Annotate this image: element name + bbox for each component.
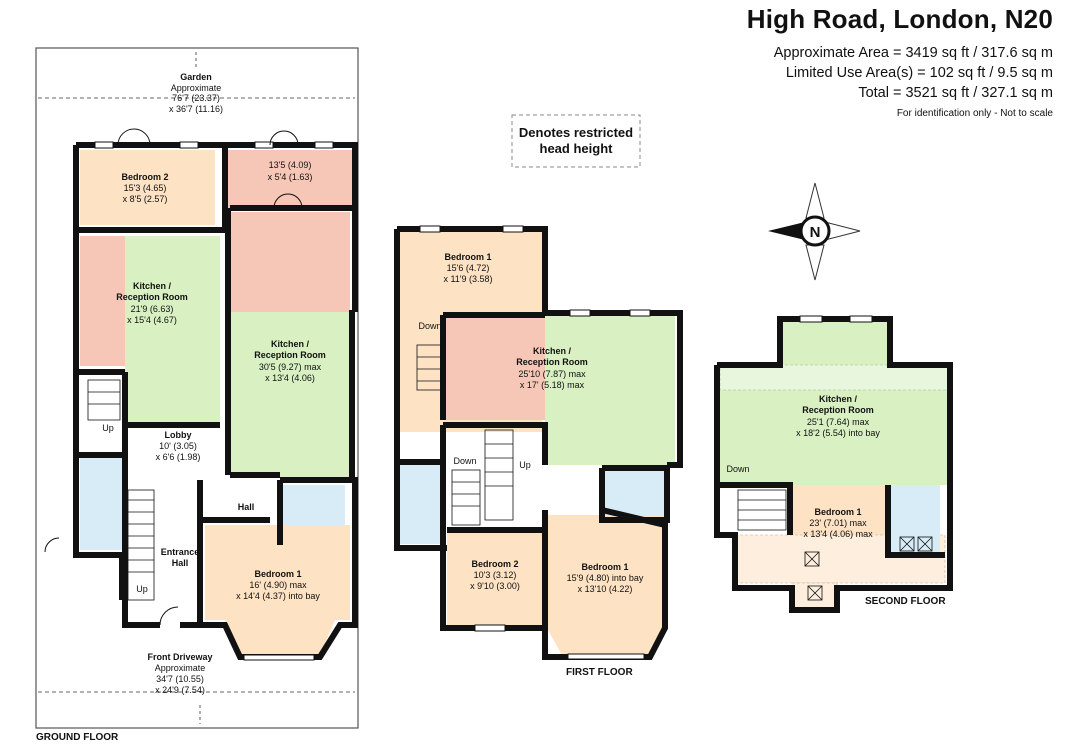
gf-driveway-dim2: x 24'9 (7.54) (155, 685, 205, 695)
ff-kitchen-units (445, 315, 550, 420)
gf-bedroom-1-dim2: x 14'4 (4.37) into bay (236, 591, 320, 601)
gf-stairs-up-label-2: Up (136, 584, 148, 594)
ff-bathroom-left (400, 462, 445, 544)
gf-garden-dim2: x 36'7 (11.16) (169, 104, 223, 114)
sf-stairs (737, 489, 933, 601)
approximate-area: Approximate Area = 3419 sq ft / 317.6 sq… (773, 45, 1053, 61)
gf-driveway-dim1: 34'7 (10.55) (156, 674, 204, 684)
gf-bedroom-1-name: Bedroom 1 (254, 569, 301, 579)
gf-bedroom-2-room (80, 150, 215, 225)
sf-kitchen-name1: Kitchen / (819, 394, 858, 404)
sf-kitchen-restricted-strip (719, 364, 949, 391)
ff-bedroom-1-front-room (548, 515, 665, 630)
gf-kitchen-left-name2: Reception Room (116, 292, 188, 302)
ff-kitchen-name2: Reception Room (516, 357, 588, 367)
ff-kitchen-dim1: 25'10 (7.87) max (518, 369, 586, 379)
ground-floor-plan: Garden Approximate 76'7 (23.37) x 36'7 (… (35, 47, 359, 743)
gf-lobby-dim2: x 6'6 (1.98) (156, 452, 201, 462)
ff-kitchen-dim2: x 17' (5.18) max (520, 380, 585, 390)
gf-garden-approx: Approximate (171, 83, 222, 93)
gf-stairs-up-label-1: Up (102, 423, 114, 433)
gf-kitchen-right-units (230, 212, 350, 312)
first-floor-plan: Bedroom 1 15'6 (4.72) x 11'9 (3.58) Kitc… (394, 225, 683, 678)
ff-bedroom-1-front-dim2: x 13'10 (4.22) (578, 584, 633, 594)
gf-conservatory-dim1: 13'5 (4.09) (269, 160, 312, 170)
gf-entrance-name1: Entrance (161, 547, 200, 557)
gf-lobby-name: Lobby (165, 430, 192, 440)
gf-kitchen-right-room (230, 312, 350, 477)
ff-kitchen-name1: Kitchen / (533, 346, 572, 356)
ff-kitchen-room (545, 313, 675, 465)
gf-driveway-name: Front Driveway (147, 652, 212, 662)
legend-line-2: head height (540, 141, 614, 156)
gf-garden-name: Garden (180, 72, 212, 82)
ff-stairs-up-label: Up (519, 460, 531, 470)
sf-bedroom-1-name: Bedroom 1 (814, 507, 861, 517)
gf-kitchen-right-name1: Kitchen / (271, 339, 310, 349)
page-title: High Road, London, N20 (746, 4, 1053, 34)
gf-bedroom-2-name: Bedroom 2 (121, 172, 168, 182)
gf-stairs (87, 379, 155, 601)
gf-conservatory-room (228, 150, 353, 208)
gf-kitchen-right-dim1: 30'5 (9.27) max (259, 362, 322, 372)
plot-boundary (35, 47, 359, 729)
ff-bedroom-1-front-name: Bedroom 1 (581, 562, 628, 572)
ff-bedroom-2-dim1: 10'3 (3.12) (474, 570, 517, 580)
gf-entrance-name2: Hall (172, 558, 189, 568)
ff-bedroom-1-front-dim1: 15'9 (4.80) into bay (567, 573, 644, 583)
ff-bedroom-2-name: Bedroom 2 (471, 559, 518, 569)
ff-bedroom-1-rear-dim2: x 11'9 (3.58) (443, 274, 492, 284)
ff-walls (394, 226, 683, 660)
ff-stairs-down-label-1: Down (418, 321, 441, 331)
gf-bedroom-1-bay (225, 620, 335, 655)
identification-note: For identification only - Not to scale (896, 108, 1053, 119)
compass-rose-icon: N (768, 182, 861, 281)
sf-kitchen-name2: Reception Room (802, 405, 874, 415)
gf-kitchen-left-dim1: 21'9 (6.63) (131, 304, 174, 314)
ff-bedroom-2-dim2: x 9'10 (3.00) (470, 581, 520, 591)
ff-bedroom-1-rear-dim1: 15'6 (4.72) (447, 263, 490, 273)
sf-bedroom-1-dim2: x 13'4 (4.06) max (803, 529, 873, 539)
sf-dormer-restricted (791, 582, 838, 609)
gf-bathroom-left (80, 455, 122, 550)
gf-bedroom-2-dim2: x 8'5 (2.57) (123, 194, 168, 204)
limited-use-area: Limited Use Area(s) = 102 sq ft / 9.5 sq… (785, 65, 1053, 81)
ff-bedroom-1-bay (548, 630, 665, 655)
second-floor-plan: Kitchen / Reception Room 25'1 (7.64) max… (714, 315, 953, 613)
ff-bedroom-1-rear-name: Bedroom 1 (444, 252, 491, 262)
gf-kitchen-left-room (125, 236, 220, 426)
gf-walls (73, 142, 358, 660)
sf-bedroom-1-room (790, 485, 888, 535)
gf-driveway-approx: Approximate (155, 663, 206, 673)
compass-north-letter: N (810, 224, 821, 241)
gf-bedroom-1-dim1: 16' (4.90) max (249, 580, 307, 590)
ff-stairs-down-label-2: Down (453, 456, 476, 466)
sf-kitchen-dim1: 25'1 (7.64) max (807, 417, 870, 427)
gf-kitchen-left-name1: Kitchen / (133, 281, 172, 291)
ff-bedroom-2-room (447, 530, 542, 625)
sf-kitchen-dim2: x 18'2 (5.54) into bay (796, 428, 880, 438)
gf-hall-name: Hall (238, 502, 255, 512)
sf-bedroom-1-dim1: 23' (7.01) max (809, 518, 867, 528)
gf-lobby-dim1: 10' (3.05) (159, 441, 197, 451)
ff-stairs (416, 344, 514, 526)
sf-stairs-down-label: Down (726, 464, 749, 474)
restricted-height-legend: Denotes restricted head height (511, 114, 641, 168)
ground-floor-label: GROUND FLOOR (36, 732, 119, 743)
gf-garden-dim1: 76'7 (23.37) (172, 93, 220, 103)
sf-bathroom (890, 485, 940, 555)
sf-kitchen-bay (780, 322, 890, 365)
second-floor-label: SECOND FLOOR (865, 596, 946, 607)
gf-kitchen-right-name2: Reception Room (254, 350, 326, 360)
total-area: Total = 3521 sq ft / 327.1 sq m (858, 85, 1053, 101)
gf-kitchen-right-dim2: x 13'4 (4.06) (265, 373, 315, 383)
first-floor-label: FIRST FLOOR (566, 667, 633, 678)
gf-kitchen-left-dim2: x 15'4 (4.67) (127, 315, 177, 325)
legend-line-1: Denotes restricted (519, 125, 633, 140)
gf-bedroom-2-dim1: 15'3 (4.65) (124, 183, 167, 193)
gf-conservatory-dim2: x 5'4 (1.63) (268, 172, 313, 182)
